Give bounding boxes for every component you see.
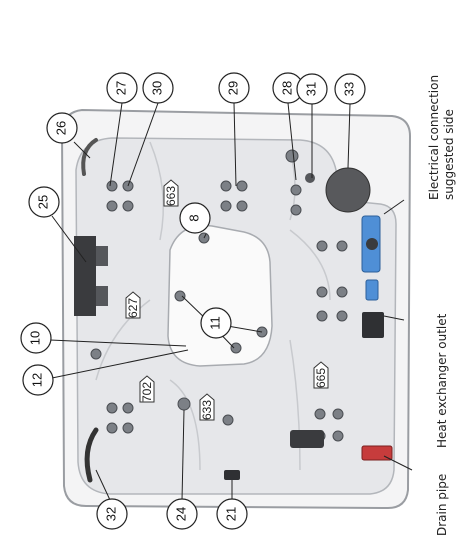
jet [236,200,248,212]
callout-31: 31 [296,73,328,105]
jet [314,408,326,420]
control-knob [366,238,378,250]
electrical-connection-label-line1: Electrical connection [427,75,441,200]
callout-label: 28 [279,81,294,95]
zone-label: 665 [314,368,328,388]
zone-tag-665: 665 [313,361,329,389]
zone-tag-627: 627 [125,291,141,319]
callout-24: 24 [166,498,198,530]
callout-8: 8 [179,202,211,234]
equipment [74,138,393,483]
jet [220,180,232,192]
pump-bank-detail [96,246,108,266]
callout-label: 30 [149,81,164,95]
callout-25: 25 [28,186,60,218]
drain-pipe-label: Drain pipe [435,474,449,536]
jet [220,200,232,212]
callout-label: 10 [27,331,42,345]
callout-label: 24 [173,507,188,521]
jet [90,348,102,360]
heat-exchanger-outlet-label: Heat exchanger outlet [435,313,449,448]
callout-label: 31 [303,82,318,96]
jet [290,184,302,196]
fitting-31 [305,173,315,183]
callout-label: 12 [29,373,44,387]
callout-label: 27 [113,81,128,95]
jet [336,240,348,252]
jet [316,310,328,322]
jet [236,180,248,192]
callout-12: 12 [22,364,54,396]
callout-29: 29 [218,72,250,104]
zone-label: 627 [126,298,140,318]
callout-27: 27 [106,72,138,104]
callout-label: 26 [53,121,68,135]
jet [177,397,191,411]
callout-30: 30 [142,72,174,104]
blue-unit-small [365,279,379,301]
callout-26: 26 [46,112,78,144]
zone-label: 663 [164,186,178,206]
callout-28: 28 [272,72,304,104]
jet [285,149,299,163]
jet [122,200,134,212]
jet [336,286,348,298]
zone-label: 702 [140,382,154,402]
dark-module [362,312,384,338]
callout-label: 8 [186,214,201,221]
zone-label: 633 [200,400,214,420]
pillow-32 [84,427,99,483]
jet [316,240,328,252]
zone-tag-663: 663 [163,179,179,207]
jet [106,200,118,212]
jet [106,422,118,434]
jets-group [90,149,348,442]
callout-label: 25 [35,195,50,209]
fitting-right [290,430,324,448]
callout-label: 29 [225,81,240,95]
zone-tag-702: 702 [139,375,155,403]
fitting-21 [224,470,240,480]
jet [122,402,134,414]
jet [222,414,234,426]
zone-tag-633: 633 [199,393,215,421]
callout-label: 11 [207,316,222,330]
jet [174,290,186,302]
callout-11: 11 [200,307,232,339]
callout-32: 32 [96,498,128,530]
leader-lines [49,102,413,502]
callout-label: 33 [341,82,356,96]
callout-label: 32 [103,507,118,521]
callout-label: 21 [223,507,238,521]
jet [230,342,242,354]
pump-bank-detail [96,286,108,306]
speaker-33 [325,167,371,213]
jet [332,430,344,442]
jet [290,204,302,216]
jet [122,422,134,434]
callout-10: 10 [20,322,52,354]
pump-bank-25 [74,236,96,316]
jet [106,402,118,414]
jet [336,310,348,322]
electrical-connection-label-line2: suggested side [442,109,456,200]
callout-21: 21 [216,498,248,530]
jet [332,408,344,420]
jet [106,180,118,192]
jet [316,286,328,298]
callout-33: 33 [334,73,366,105]
